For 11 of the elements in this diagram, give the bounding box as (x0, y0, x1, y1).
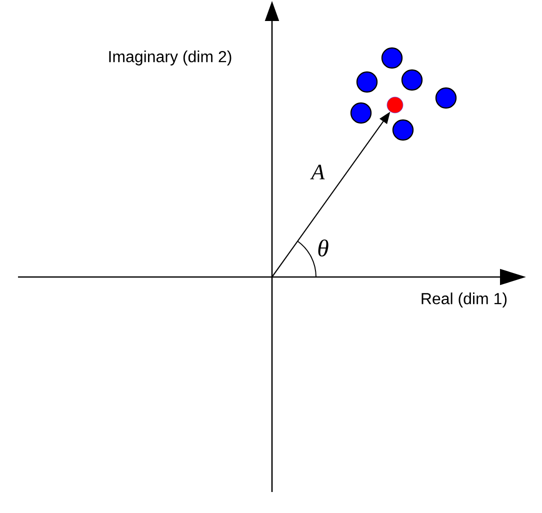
edge-label: A (310, 164, 325, 180)
data-point (386, 96, 404, 114)
data-point (356, 71, 378, 93)
axis-label: Imaginary (dim 2) (109, 50, 232, 66)
angle-label: θ (318, 239, 328, 256)
data-point (435, 87, 457, 109)
data-point (381, 47, 403, 69)
data-point (401, 69, 423, 91)
data-point (392, 119, 414, 141)
axis-label: Real (dim 1) (422, 292, 507, 308)
data-point (350, 102, 372, 124)
